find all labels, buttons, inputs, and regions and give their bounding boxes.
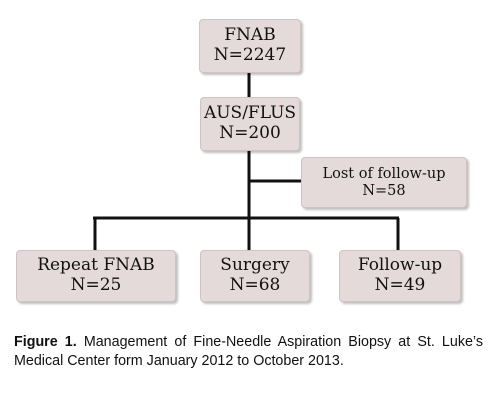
lost-follow-up-count: N=58: [362, 182, 406, 199]
aus-flus-label: AUS/FLUS: [203, 103, 297, 124]
fnab-box: FNAB N=2247: [199, 19, 301, 73]
repeat-fnab-box: Repeat FNAB N=25: [16, 250, 176, 302]
surgery-label: Surgery: [220, 255, 290, 276]
lost-follow-up-box: Lost of follow-up N=58: [301, 157, 467, 208]
aus-flus-count: N=200: [219, 123, 281, 143]
repeat-fnab-label: Repeat FNAB: [37, 255, 155, 276]
fnab-count: N=2247: [213, 45, 287, 65]
surgery-box: Surgery N=68: [200, 250, 310, 302]
figure-caption: Figure 1. Management of Fine-Needle Aspi…: [14, 333, 483, 371]
figure-caption-text: Management of Fine-Needle Aspiration Bio…: [14, 334, 483, 369]
repeat-fnab-count: N=25: [70, 275, 122, 295]
follow-up-box: Follow-up N=49: [339, 250, 461, 302]
lost-follow-up-label: Lost of follow-up: [322, 165, 446, 182]
follow-up-count: N=49: [374, 275, 426, 295]
fnab-label: FNAB: [224, 25, 276, 46]
follow-up-label: Follow-up: [357, 255, 443, 276]
figure-label: Figure 1.: [14, 334, 77, 350]
surgery-count: N=68: [229, 275, 281, 295]
aus-flus-box: AUS/FLUS N=200: [200, 97, 300, 151]
